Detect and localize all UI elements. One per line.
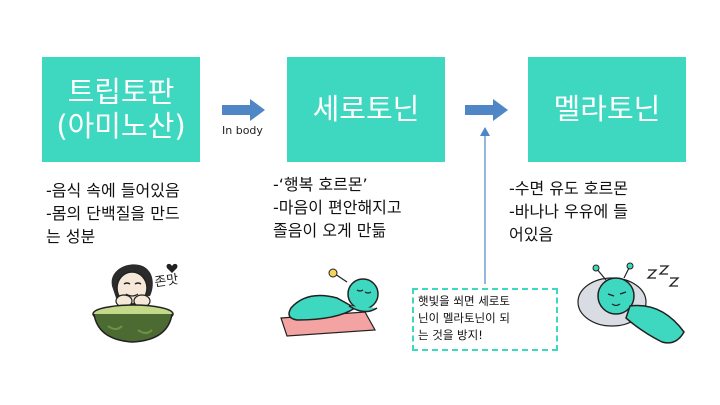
tryptophan-description: -음식 속에 들어있음 -몸의 단백질을 만드 는 성분: [46, 179, 180, 248]
melatonin-box: 멜라토닌: [528, 57, 686, 162]
sunbathing-illustration: [280, 268, 379, 337]
tryptophan-box: 트립토판 (아미노산): [42, 57, 200, 162]
description-line: -바나나 우유에 들: [509, 202, 628, 221]
description-line: -‘행복 호르몬’: [273, 175, 368, 194]
description-line: 는 성분: [46, 227, 96, 246]
girl-eating-illustration: 존맛: [92, 263, 180, 343]
sunlight-note: 햇빛을 쐬면 세로토 닌이 멜라토닌이 되 는 것을 방지!: [412, 288, 558, 351]
serotonin-description: -‘행복 호르몬’ -마음이 편안해지고 졸음이 오게 만듦: [273, 173, 402, 242]
right-arrow-icon: [465, 99, 508, 121]
in-body-label: In body: [222, 124, 263, 137]
zzz-icon: [646, 265, 680, 287]
yummy-text: 존맛: [154, 272, 180, 290]
sleeping-illustration: [577, 262, 685, 344]
melatonin-description: -수면 유도 호르몬 -바나나 우유에 들 어있음: [509, 177, 628, 246]
description-line: -마음이 편안해지고: [273, 198, 402, 217]
description-line: 어있음: [509, 225, 554, 244]
amino-acid-subtitle: (아미노산): [56, 108, 186, 143]
description-line: -수면 유도 호르몬: [509, 179, 628, 198]
note-line: 닌이 멜라토닌이 되: [418, 311, 510, 325]
melatonin-title: 멜라토닌: [553, 91, 661, 126]
description-line: -몸의 단백질을 만드: [46, 204, 180, 223]
up-arrow-icon: [480, 127, 490, 284]
serotonin-title: 세로토닌: [312, 91, 420, 126]
tryptophan-title: 트립토판: [67, 75, 175, 110]
serotonin-box: 세로토닌: [287, 57, 445, 162]
note-line: 햇빛을 쐬면 세로토: [418, 294, 510, 308]
note-line: 는 것을 방지!: [418, 328, 483, 342]
description-line: 졸음이 오게 만듦: [273, 221, 387, 240]
description-line: -음식 속에 들어있음: [46, 181, 180, 200]
right-arrow-icon: [222, 99, 265, 121]
